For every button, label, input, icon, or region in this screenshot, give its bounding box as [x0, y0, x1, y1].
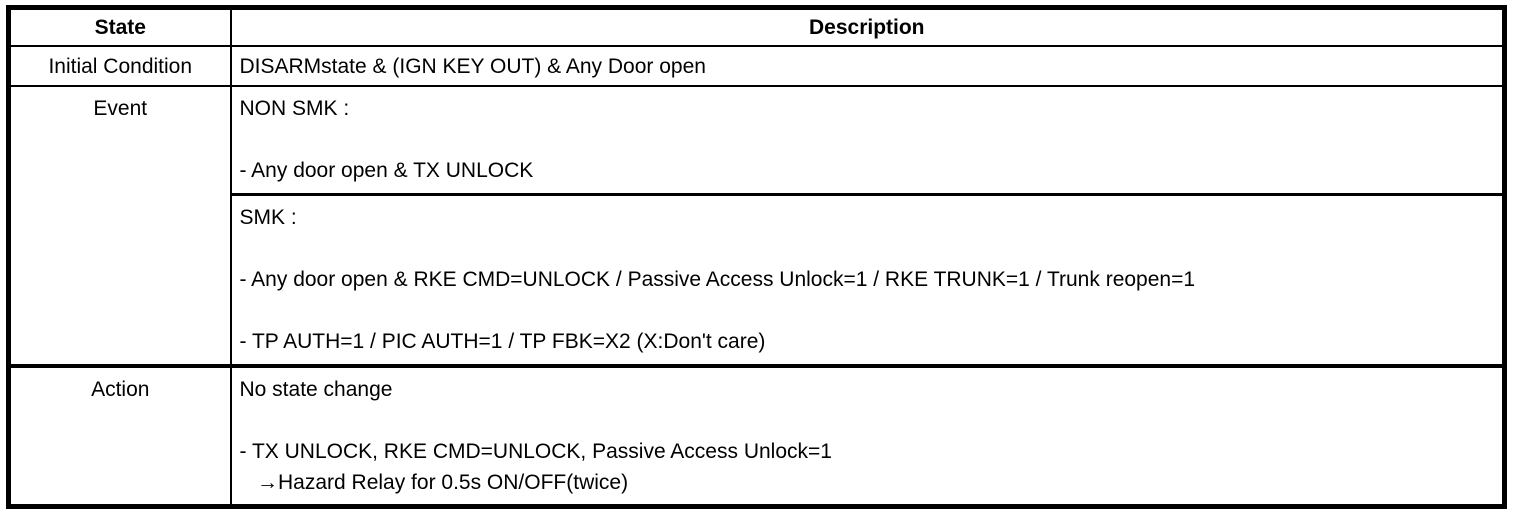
action-label: Action: [7, 364, 232, 508]
action-row: Action No state change - TX UNLOCK, RKE …: [7, 364, 1506, 508]
event-smk-cell: SMK : - Any door open & RKE CMD=UNLOCK /…: [229, 192, 1506, 367]
initial-condition-row: Initial Condition DISARMstate & (IGN KEY…: [7, 45, 1506, 87]
event-row-non-smk: Event NON SMK : - Any door open & TX UNL…: [7, 85, 1506, 367]
event-row-smk: SMK : - Any door open & RKE CMD=UNLOCK /…: [9, 192, 1506, 367]
header-row: State Description: [7, 6, 1506, 47]
initial-condition-label: Initial Condition: [7, 45, 232, 87]
event-non-smk-cell: NON SMK : - Any door open & TX UNLOCK: [229, 85, 1506, 195]
state-column-header: State: [7, 6, 232, 47]
description-column-header: Description: [229, 6, 1506, 47]
state-description-table: State Description Initial Condition DISA…: [6, 5, 1507, 509]
action-description-cell: No state change - TX UNLOCK, RKE CMD=UNL…: [229, 364, 1506, 508]
event-label: Event: [7, 85, 232, 367]
initial-condition-description: DISARMstate & (IGN KEY OUT) & Any Door o…: [229, 45, 1506, 87]
